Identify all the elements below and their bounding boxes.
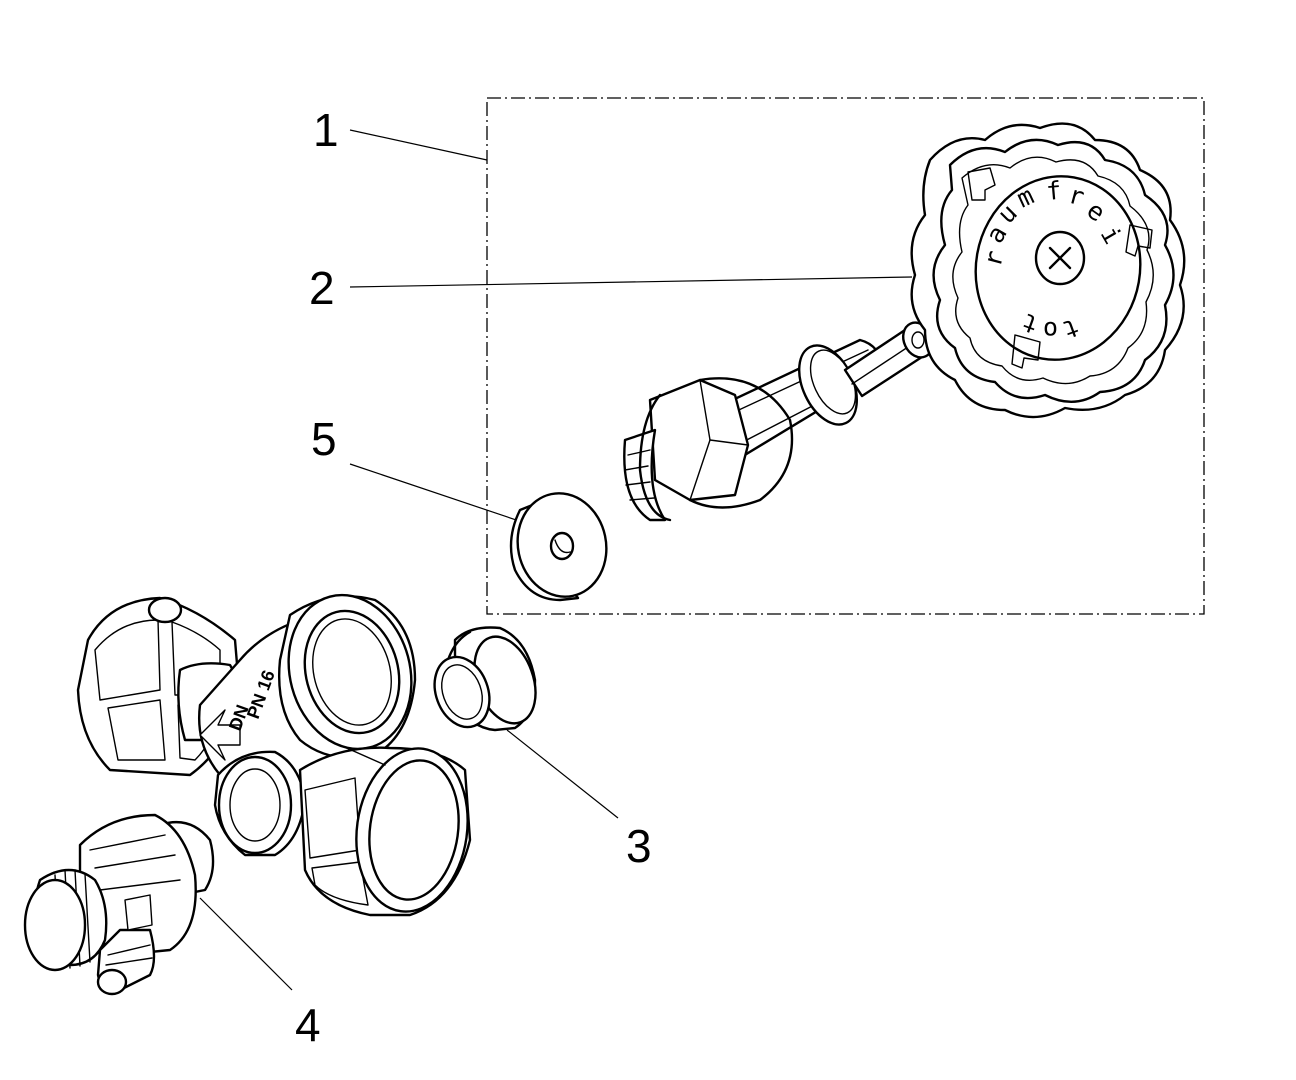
callout-2: 2 [309, 262, 335, 314]
group-frame-item-1 [486, 97, 1205, 615]
valve-upper-part: r a u m f r e i t o t [623, 122, 1186, 522]
emboss-letter-5: r [1065, 180, 1087, 212]
flow-arrow [199, 709, 241, 761]
washer-hole [549, 531, 575, 561]
leader-line-4 [199, 897, 293, 991]
emboss-letter-0: r [978, 247, 1010, 269]
leader-line-2 [349, 276, 913, 288]
leader-line-5 [349, 463, 547, 531]
valve-body: PN 16 DN [76, 593, 472, 917]
emboss-letter-4: f [1045, 176, 1063, 206]
handwheel: r a u m f r e i t o t [910, 122, 1186, 419]
plug-cap [433, 626, 537, 732]
callout-5: 5 [311, 413, 337, 465]
leader-line-1 [349, 129, 488, 161]
sealing-washer [509, 492, 608, 602]
leader-lines [199, 129, 913, 991]
callout-4: 4 [295, 999, 321, 1051]
callout-3: 3 [626, 820, 652, 872]
outlet-bore [368, 759, 460, 901]
drain-valve [23, 813, 215, 996]
threaded-base [623, 428, 667, 522]
knob-face [23, 878, 87, 972]
leader-line-3 [506, 729, 619, 819]
hex-nut [648, 378, 750, 502]
callout-1: 1 [313, 104, 339, 156]
emboss-letter-9: o [1043, 316, 1058, 345]
